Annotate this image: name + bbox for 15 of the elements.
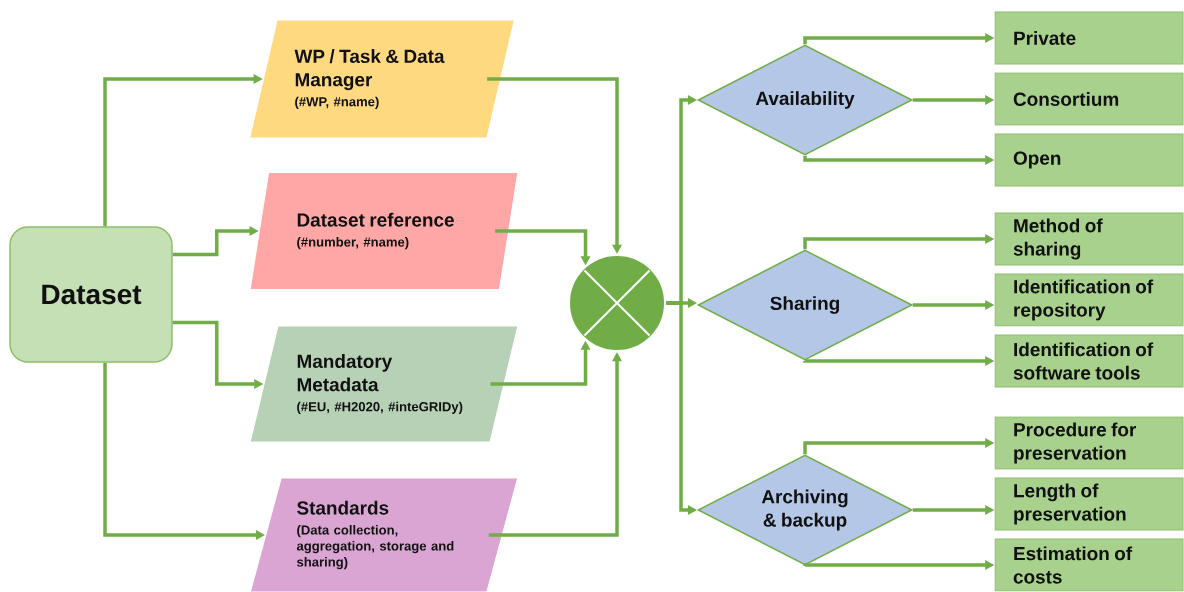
option-box: Estimation of costs (994, 538, 1184, 592)
option-box: Identification of repository (994, 273, 1184, 327)
option-box: Private (994, 11, 1184, 65)
option-box: Length of preservation (994, 477, 1184, 531)
input-parallelogram: Standards (Data collection, aggregation, storage and sharing) (249, 477, 519, 592)
option-box: Procedure for preservation (994, 416, 1184, 470)
input-parallelogram: Dataset reference (#number, #name) (249, 172, 519, 290)
junction-circle (568, 254, 666, 352)
input-parallelogram: WP / Task & Data Manager (#WP, #name) (249, 19, 515, 139)
input-parallelogram: Mandatory Metadata (#EU, #H2020, #inteGRIDy) (249, 325, 519, 443)
option-box: Method of sharing (994, 212, 1184, 266)
option-box: Identification of software tools (994, 334, 1184, 388)
dataset-box: Dataset (9, 226, 173, 363)
option-box: Consortium (994, 72, 1184, 126)
option-box: Open (994, 133, 1184, 187)
